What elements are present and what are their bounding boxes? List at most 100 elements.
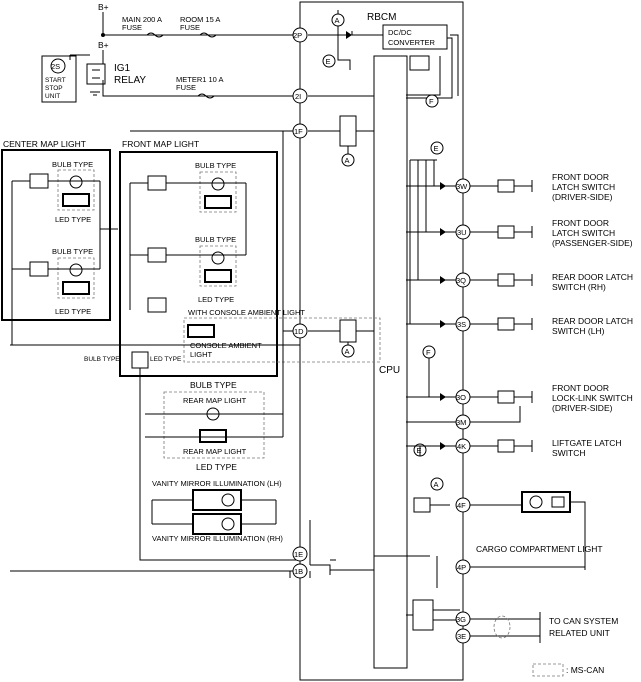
front-switch-1 <box>147 175 167 191</box>
pin-2s <box>50 58 66 74</box>
cargo-compartment-light: CARGO COMPARTMENT LIGHT <box>470 491 603 570</box>
rbcm-label: RBCM <box>367 12 396 23</box>
center-switch-2 <box>29 261 49 277</box>
led-icon <box>187 324 215 338</box>
svg-text:1E: 1E <box>294 550 303 559</box>
ref-circle-a <box>331 13 345 27</box>
svg-text:LIFTGATE LATCH: LIFTGATE LATCH <box>552 438 622 448</box>
svg-text:LED TYPE: LED TYPE <box>55 215 91 224</box>
svg-text:F: F <box>429 97 434 106</box>
svg-text:A: A <box>434 480 439 489</box>
pin-1b <box>292 563 308 579</box>
svg-text:4P: 4P <box>457 563 466 572</box>
right-pins: 3W 3U 3Q 3S 3O 3M 4K 4F 4P 3G 3E <box>455 178 471 644</box>
bulb-led-selector <box>131 351 149 369</box>
svg-text:4F: 4F <box>457 501 466 510</box>
svg-text:4K: 4K <box>457 442 466 451</box>
dcdc-converter <box>382 24 448 50</box>
console-ambient-light: WITH CONSOLE AMBIENT LIGHT CONSOLE AMBIE… <box>10 308 381 561</box>
input-buffer-1f <box>339 115 357 147</box>
can-transceiver <box>412 599 434 631</box>
bulb-icon <box>221 493 235 507</box>
svg-text:2I: 2I <box>295 92 301 101</box>
rear-map-light: BULB TYPE REAR MAP LIGHT REAR MAP LIGHT … <box>145 131 284 472</box>
svg-text:SWITCH: SWITCH <box>552 448 586 458</box>
led-icon <box>62 281 90 295</box>
svg-text:(DRIVER-SIDE): (DRIVER-SIDE) <box>552 403 613 413</box>
center-map-light-title: CENTER MAP LIGHT <box>3 139 86 149</box>
ms-can-twist <box>493 615 511 639</box>
svg-text:LED TYPE: LED TYPE <box>55 307 91 316</box>
bplus-label: B+ <box>98 40 109 50</box>
svg-text:3U: 3U <box>457 228 467 237</box>
internal-diode-2p <box>346 31 352 39</box>
led-icon <box>62 193 90 207</box>
svg-text:LATCH SWITCH: LATCH SWITCH <box>552 182 615 192</box>
svg-text:LATCH SWITCH: LATCH SWITCH <box>552 228 615 238</box>
svg-text:3O: 3O <box>456 393 466 402</box>
svg-text:ROOM 15 A: ROOM 15 A <box>180 15 220 24</box>
svg-text:LED TYPE: LED TYPE <box>196 462 237 472</box>
cargo-light-label: CARGO COMPARTMENT LIGHT <box>476 544 603 554</box>
svg-text:CONVERTER: CONVERTER <box>388 38 436 47</box>
cpu-label: CPU <box>379 365 400 376</box>
svg-text:E: E <box>326 57 331 66</box>
can-bus: TO CAN SYSTEM RELATED UNIT : MS-CAN <box>470 612 618 677</box>
front-switch-3 <box>147 297 167 313</box>
bplus-label: B+ <box>98 2 109 12</box>
center-switch-1 <box>29 173 49 189</box>
pin-2p <box>292 27 308 43</box>
svg-text:RELATED UNIT: RELATED UNIT <box>549 628 610 638</box>
svg-text:3M: 3M <box>456 418 466 427</box>
svg-text:F: F <box>426 348 431 357</box>
svg-text:RELAY: RELAY <box>114 75 146 86</box>
ref-circle-e <box>430 141 444 155</box>
ig1-relay <box>86 63 106 85</box>
svg-text:VANITY MIRROR ILLUMINATION (RH: VANITY MIRROR ILLUMINATION (RH) <box>152 534 283 543</box>
svg-text:LED TYPE: LED TYPE <box>150 356 182 363</box>
front-door-lock-link <box>497 390 515 404</box>
svg-text:SWITCH (LH): SWITCH (LH) <box>552 326 605 336</box>
svg-text:1D: 1D <box>294 327 304 336</box>
front-switch-2 <box>147 247 167 263</box>
svg-text:BULB TYPE: BULB TYPE <box>195 161 236 170</box>
vanity-mirror-illumination: VANITY MIRROR ILLUMINATION (LH) VANITY M… <box>151 479 283 543</box>
led-icon <box>204 195 232 209</box>
svg-text:A: A <box>345 156 350 165</box>
svg-text:A: A <box>335 16 340 25</box>
regulator-block <box>409 55 430 71</box>
svg-text:REAR DOOR LATCH: REAR DOOR LATCH <box>552 272 633 282</box>
bulb-icon <box>221 517 235 531</box>
pin-1e <box>292 546 308 562</box>
console-ambient-title: WITH CONSOLE AMBIENT LIGHT <box>188 308 305 317</box>
svg-text:1B: 1B <box>294 567 303 576</box>
front-door-latch-driver <box>497 179 515 193</box>
pin-1d <box>292 323 308 339</box>
svg-text:LOCK-LINK SWITCH: LOCK-LINK SWITCH <box>552 393 633 403</box>
svg-text:E: E <box>434 144 439 153</box>
ref-circle-a <box>430 477 444 491</box>
svg-text:FUSE: FUSE <box>180 23 200 32</box>
led-icon <box>204 269 232 283</box>
external-switches: FRONT DOOR LATCH SWITCH (DRIVER-SIDE) FR… <box>470 172 633 458</box>
svg-text:IG1: IG1 <box>114 63 131 74</box>
svg-text:TO CAN SYSTEM: TO CAN SYSTEM <box>549 616 618 626</box>
rbcm-refs: A E F A A E F E A <box>322 13 444 491</box>
svg-text:LED TYPE: LED TYPE <box>198 295 234 304</box>
svg-text:FRONT DOOR: FRONT DOOR <box>552 218 609 228</box>
svg-text:REAR MAP LIGHT: REAR MAP LIGHT <box>183 396 247 405</box>
ref-circle-f <box>425 94 439 108</box>
pin-1f <box>292 123 308 139</box>
svg-text:UNIT: UNIT <box>45 93 60 100</box>
svg-text:MAIN 200 A: MAIN 200 A <box>122 15 162 24</box>
ms-can-legend: : MS-CAN <box>566 665 604 675</box>
pin-2i <box>292 88 308 104</box>
svg-text:FUSE: FUSE <box>176 83 196 92</box>
left-pin-wiring <box>10 130 311 578</box>
bulb-icon <box>211 177 225 191</box>
svg-text:VANITY MIRROR ILLUMINATION (LH: VANITY MIRROR ILLUMINATION (LH) <box>152 479 282 488</box>
svg-text:E: E <box>417 446 422 455</box>
svg-text:REAR MAP LIGHT: REAR MAP LIGHT <box>183 447 247 456</box>
rbcm-internal-wiring <box>308 10 460 621</box>
liftgate-latch <box>497 439 515 453</box>
